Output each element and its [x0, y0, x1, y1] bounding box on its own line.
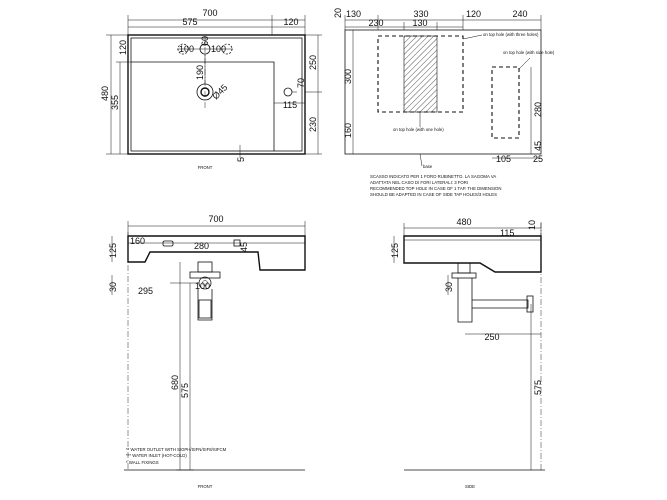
dim-190: 190 — [195, 65, 205, 80]
front-elevation: 700 160 280 45 125 30 295 100 680 575 * — [108, 214, 306, 489]
front-dim-280: 280 — [194, 241, 209, 251]
cutout-note-4: SHOULD BE ADAPTED IN CASE OF SIDE TAP HO… — [370, 192, 497, 197]
dim-250: 250 — [308, 55, 318, 70]
cut-dim-160: 160 — [343, 123, 353, 138]
basin-bowl-edge — [131, 61, 275, 151]
cut-dim-130b: 130 — [412, 18, 427, 28]
dim-355: 355 — [110, 95, 120, 110]
front-dim-680: 680 — [170, 375, 180, 390]
cutout-side-hole — [491, 66, 520, 139]
cut-dim-330: 330 — [413, 9, 428, 19]
front-trap-pipe — [197, 289, 213, 321]
dim-575: 575 — [182, 17, 197, 27]
side-trap-body — [457, 278, 473, 323]
dim-70: 70 — [296, 78, 306, 88]
side-dim-125: 125 — [390, 243, 400, 258]
dim-120-top: 120 — [283, 17, 298, 27]
cut-dim-280: 280 — [533, 102, 543, 117]
front-waste-neck — [197, 261, 213, 273]
cutout-panel — [344, 29, 542, 155]
cut-dim-105: 105 — [496, 154, 511, 164]
side-waste-neck — [457, 262, 471, 274]
dim-100-right: 100 — [211, 44, 226, 54]
cutout-one-hole — [403, 35, 438, 113]
view-label-side: SIDE — [465, 484, 475, 489]
dim-480: 480 — [100, 86, 110, 101]
front-tap-hole — [233, 239, 241, 247]
cut-dim-120: 120 — [466, 9, 481, 19]
cut-dim-45: 45 — [533, 141, 543, 151]
side-wall-flange — [526, 295, 534, 313]
front-dim-295: 295 — [138, 286, 153, 296]
cut-dim-230: 230 — [368, 18, 383, 28]
dim-drain-dia: Ø45 — [210, 82, 229, 101]
cut-dim-25: 25 — [533, 154, 543, 164]
legend-water-outlet: ** WATER OUTLET WITH SIGPH/SIFN/SIF8/SIF… — [126, 447, 227, 452]
front-dim-125: 125 — [108, 243, 118, 258]
side-elevation: 480 115 10 125 30 250 575 SIDE — [390, 217, 545, 489]
dim-115: 115 — [283, 100, 297, 110]
basin-outline — [127, 34, 306, 155]
label-side-hole: on top hole (with side hole) — [503, 50, 555, 55]
cutout-note-1: SCASSO INDICATO PER 1 FORO RUBINETTO. LA… — [370, 174, 496, 179]
side-dim-250: 250 — [484, 332, 499, 342]
front-dim-700: 700 — [208, 214, 223, 224]
front-dim-30: 30 — [108, 282, 118, 292]
side-dim-115: 115 — [500, 228, 514, 238]
overflow-hole — [283, 87, 293, 97]
front-dim-45: 45 — [239, 242, 249, 252]
legend-wall-fixings: * WALL FIXINGS — [126, 460, 159, 465]
cutout-template: 130 330 120 240 230 130 20 300 160 280 4… — [333, 8, 555, 197]
drain-inner — [200, 87, 210, 97]
front-dim-575: 575 — [180, 383, 190, 398]
front-basin-body — [127, 235, 306, 271]
dim-100-left: 100 — [179, 44, 194, 54]
plan-view: 700 575 120 100 100 60 190 Ø45 70 115 — [100, 8, 322, 170]
cut-dim-130a: 130 — [346, 9, 361, 19]
view-label-front-top: FRONT — [198, 165, 213, 170]
side-waste-nut — [451, 272, 477, 279]
legend-water-inlet: *** WATER INLET (HOT-COLD) — [126, 453, 187, 458]
label-three-holes: on top hole (with three holes) — [483, 32, 539, 37]
basin-rim-inner — [130, 37, 303, 152]
dim-5: 5 — [236, 157, 246, 162]
cutout-note-3: RECOMMENDED TOP HOLE IN CASE OF 1 TAP. T… — [370, 186, 501, 191]
side-dim-10: 10 — [527, 220, 537, 230]
side-dim-30: 30 — [444, 282, 454, 292]
view-label-front-bottom: FRONT — [198, 484, 213, 489]
cut-dim-240: 240 — [512, 9, 527, 19]
dim-120-left: 120 — [118, 40, 128, 55]
front-dim-160: 160 — [130, 236, 145, 246]
dim-700: 700 — [202, 8, 217, 18]
cut-dim-20: 20 — [333, 8, 343, 18]
side-dim-575: 575 — [533, 380, 543, 395]
front-overflow-slot — [162, 240, 174, 247]
front-waste-nut — [189, 271, 221, 279]
side-dim-480: 480 — [456, 217, 471, 227]
label-one-hole: on top hole (with one hole) — [393, 127, 444, 132]
cut-dim-300: 300 — [343, 69, 353, 84]
cutout-note-2: ADATTATA NEL CASO DI FORI LATERALI: 3 FO… — [370, 180, 468, 185]
side-waste-pipe — [472, 299, 529, 309]
front-trap-body — [198, 299, 212, 319]
side-basin-body — [403, 235, 542, 273]
dim-230: 230 — [308, 117, 318, 132]
front-dim-100: 100 — [195, 281, 210, 291]
label-base: base — [423, 164, 433, 169]
